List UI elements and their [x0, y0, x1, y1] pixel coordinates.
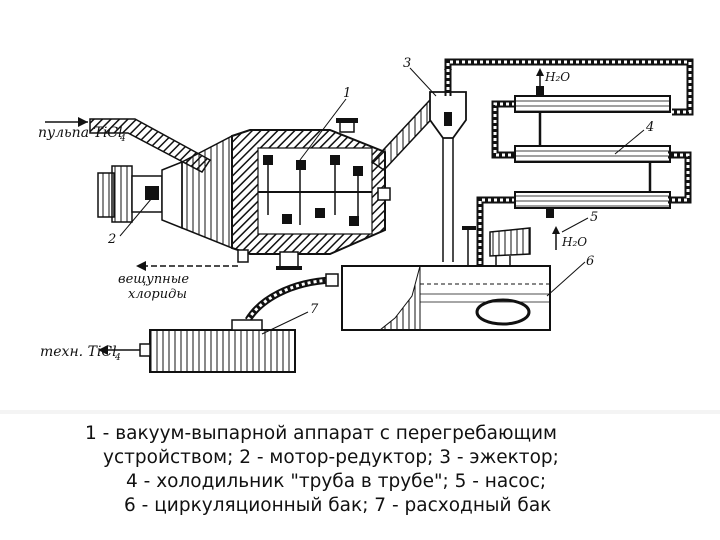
- callout-7: 7: [310, 302, 319, 317]
- water-label-top: H₂O: [544, 70, 570, 84]
- callout-4: 4: [645, 120, 654, 135]
- callout-5: 5: [590, 210, 598, 225]
- pulp-inlet-arrow: [45, 117, 88, 127]
- caption-line-1: 1 - вакуум-выпарной аппарат с перегребаю…: [85, 423, 557, 444]
- callout-2: 2: [107, 232, 116, 247]
- figure-caption: 1 - вакуум-выпарной аппарат с перегребаю…: [0, 422, 720, 518]
- evaporator-side-port: [377, 187, 391, 201]
- pulp-label: пульпа TiCl: [38, 125, 123, 141]
- separator-strip: [0, 410, 720, 414]
- caption-line-2: устройством; 2 - мотор-редуктор; 3 - эже…: [103, 447, 559, 468]
- pulp-label-subscript: 4: [119, 134, 126, 144]
- caption-line-3: 4 - холодильник "труба в трубе"; 5 - нас…: [126, 471, 547, 492]
- vacuum-evaporator: [181, 118, 386, 255]
- waste-label-line2: хлориды: [128, 287, 187, 302]
- process-flow-diagram: пульпа TiCl 4: [38, 56, 694, 373]
- motor-reducer: [97, 160, 183, 230]
- water-label-bottom: H₂O: [561, 235, 587, 249]
- tech-label: техн. TiCl: [40, 344, 117, 360]
- water-in-arrow-bottom: [552, 226, 560, 250]
- callout-6: 6: [586, 254, 594, 269]
- callout-3: 3: [403, 56, 411, 71]
- waste-label-line1: вещупные: [118, 272, 189, 287]
- feed-hose: [245, 273, 339, 322]
- caption-line-4: 6 - циркуляционный бак; 7 - расходный ба…: [124, 495, 552, 516]
- callout-1: 1: [343, 86, 351, 101]
- evaporator-bottom-outlet: [237, 249, 302, 270]
- circulation-tank: [341, 265, 551, 331]
- cooler-tube-in-tube: [514, 86, 671, 218]
- feed-tank: [139, 319, 296, 373]
- stirring-shaft: [258, 155, 372, 226]
- leader-lines: [119, 67, 645, 335]
- waste-outlet-arrow: [136, 261, 238, 271]
- water-in-arrow-top: [536, 68, 544, 86]
- tech-label-subscript: 4: [114, 353, 121, 363]
- tech-outlet-arrow: [98, 345, 140, 355]
